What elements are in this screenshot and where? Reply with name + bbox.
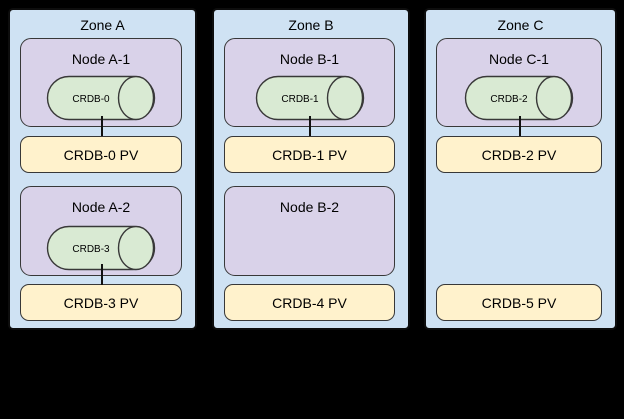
pv-crdb-3-box: CRDB-3 PV [20, 284, 182, 321]
connector-crdb3-to-pv [100, 264, 103, 285]
zone-b-label: Zone B [288, 17, 334, 33]
zone-c-box: Zone C Node C-1 CRDB-2 CRDB-2 PV CRDB-5 … [424, 8, 617, 330]
node-b1-box: Node B-1 CRDB-1 [224, 38, 395, 127]
pv-crdb-2-box: CRDB-2 PV [436, 136, 602, 173]
node-a1-label: Node A-1 [71, 51, 131, 67]
pod-crdb-3-label: CRDB-3 [72, 244, 110, 255]
node-a1-box: Node A-1 CRDB-0 [20, 38, 182, 127]
node-c1-label: Node C-1 [489, 51, 549, 67]
pv-crdb-1-label: CRDB-1 PV [272, 146, 347, 163]
pv-crdb-1-box: CRDB-1 PV [224, 136, 395, 173]
pv-crdb-0-label: CRDB-0 PV [63, 146, 139, 163]
pv-crdb-3-label: CRDB-3 PV [63, 294, 139, 311]
connector-crdb2-to-pv [518, 116, 521, 136]
pv-crdb-5-box: CRDB-5 PV [436, 284, 602, 321]
zone-b-box: Zone B Node B-1 CRDB-1 CRDB-1 PV Node B-… [212, 8, 410, 330]
pod-crdb-1-label: CRDB-1 [281, 94, 319, 105]
node-b1-label: Node B-1 [279, 51, 340, 67]
node-c1-box: Node C-1 CRDB-2 [436, 38, 602, 127]
connector-crdb1-to-pv [309, 116, 311, 136]
pv-crdb-5-label: CRDB-5 PV [481, 294, 557, 311]
node-a2-box: Node A-2 CRDB-3 [20, 186, 182, 276]
zone-c-label: Zone C [497, 17, 544, 33]
pod-crdb-0-cylinder-icon: CRDB-0 [46, 75, 156, 121]
pod-crdb-1-cylinder-icon: CRDB-1 [255, 75, 364, 121]
zone-a-box: Zone A Node A-1 CRDB-0 CRDB-0 PV Node A-… [8, 8, 197, 330]
zone-a-label: Zone A [80, 17, 125, 33]
pv-crdb-4-box: CRDB-4 PV [224, 284, 395, 321]
pod-crdb-2-cylinder-icon: CRDB-2 [464, 75, 574, 121]
pod-crdb-0-label: CRDB-0 [72, 94, 110, 105]
connector-crdb0-to-pv [100, 116, 103, 136]
pv-crdb-4-label: CRDB-4 PV [272, 294, 347, 311]
node-a2-label: Node A-2 [71, 199, 131, 215]
pv-crdb-2-label: CRDB-2 PV [481, 146, 557, 163]
pod-crdb-2-label: CRDB-2 [490, 94, 528, 105]
pv-crdb-0-box: CRDB-0 PV [20, 136, 182, 173]
pod-crdb-3-cylinder-icon: CRDB-3 [46, 225, 156, 271]
node-b2-box: Node B-2 [224, 186, 395, 276]
node-b2-label: Node B-2 [279, 199, 340, 215]
